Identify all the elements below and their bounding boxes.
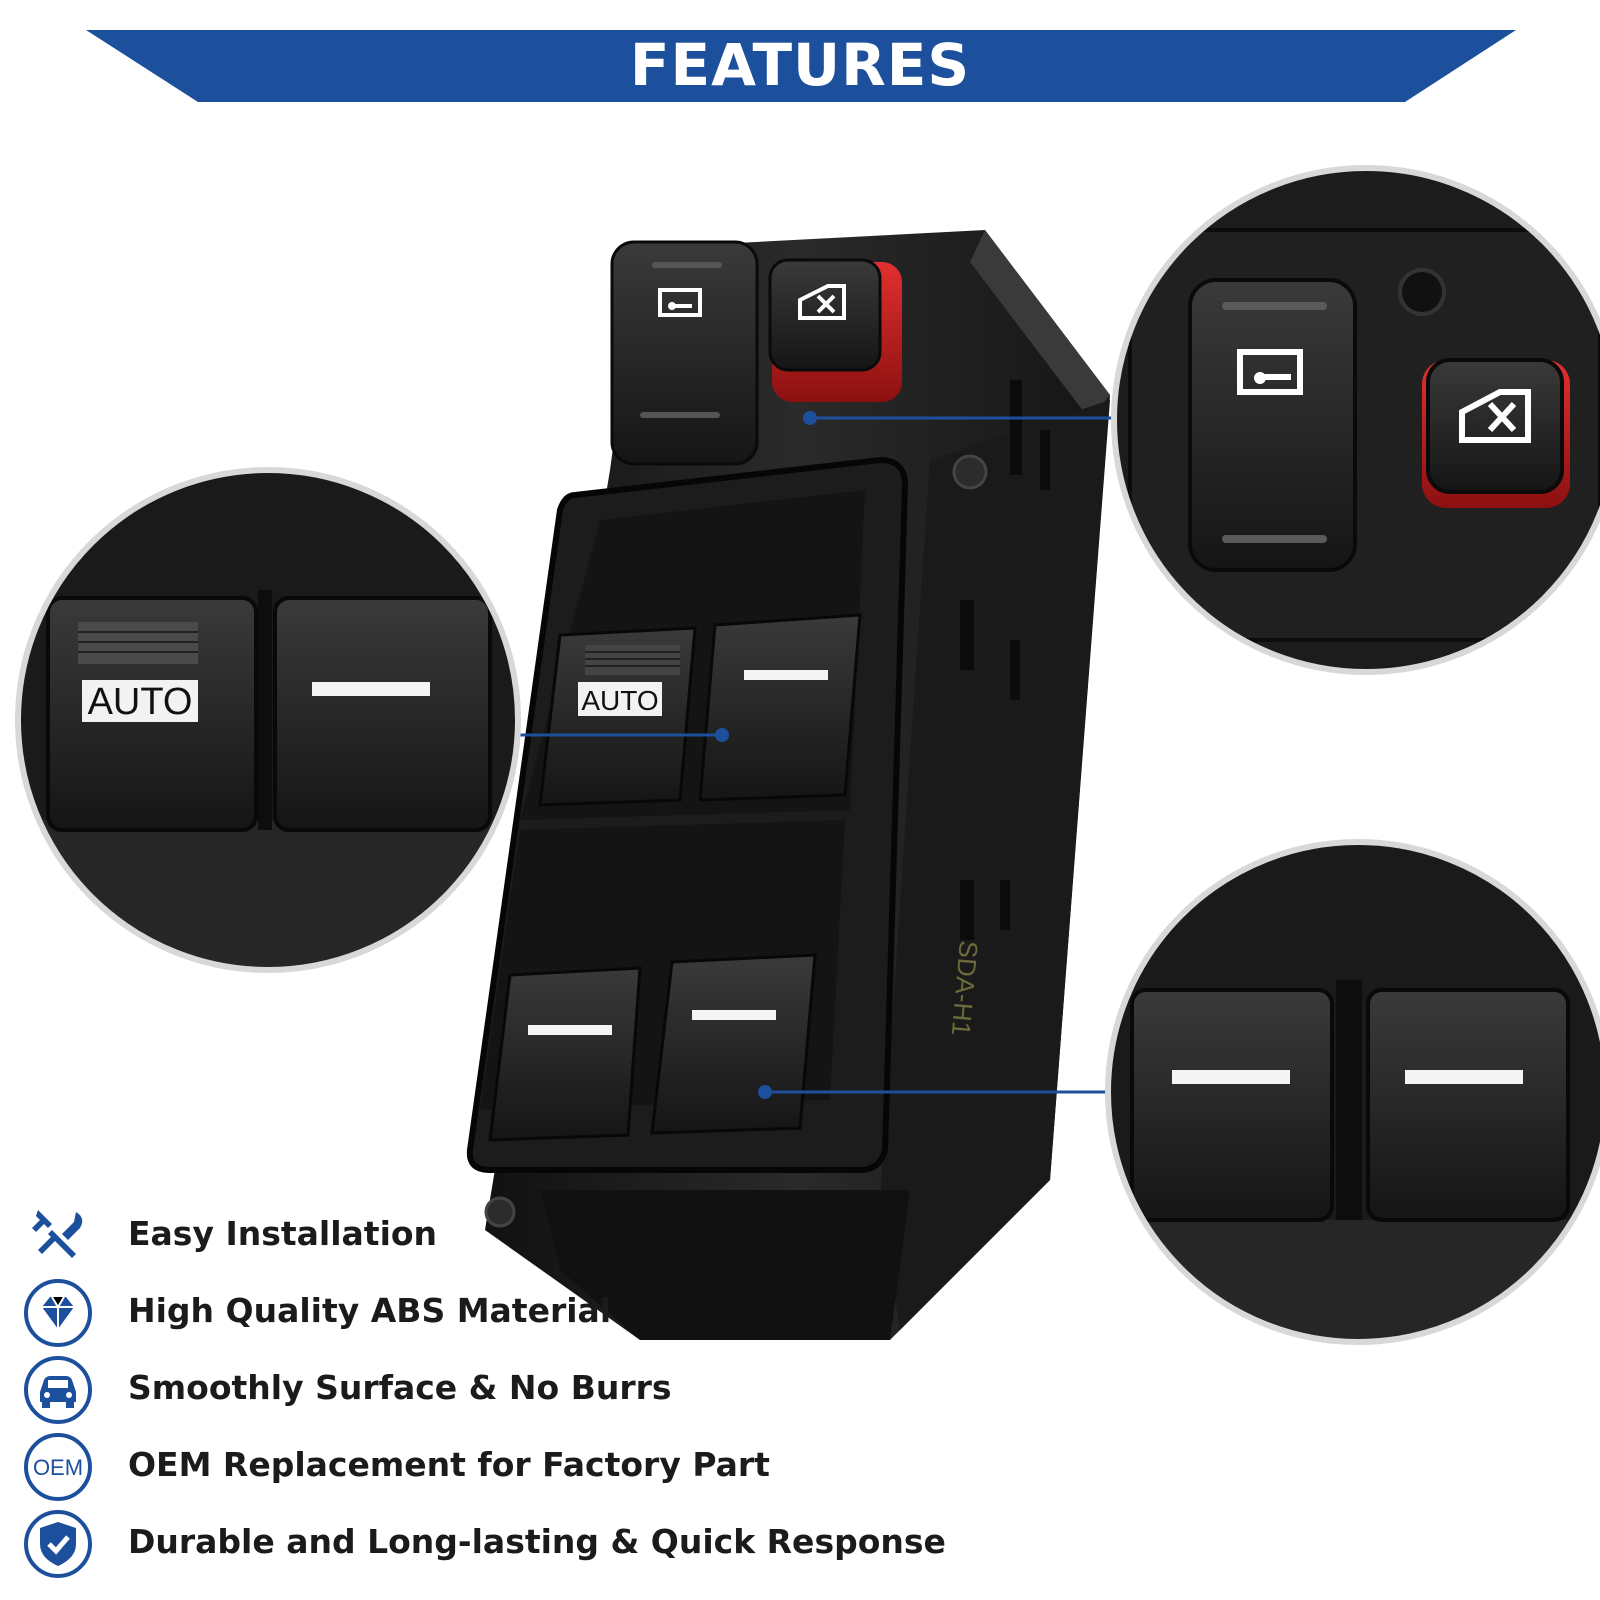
passenger-window-button[interactable] xyxy=(698,613,862,802)
window-indicator-line xyxy=(692,1010,776,1020)
auto-grille xyxy=(585,645,680,675)
zoom-window-buttons xyxy=(1105,839,1600,1345)
banner-shape xyxy=(86,30,1516,102)
feature-item: Durable and Long-lasting & Quick Respons… xyxy=(22,1508,946,1580)
window-indicator-line xyxy=(744,670,828,680)
features-banner: FEATURES xyxy=(0,0,1600,110)
window-indicator-line xyxy=(528,1025,612,1035)
feature-item: Smoothly Surface & No Burrs xyxy=(22,1354,922,1426)
feature-text: OEM Replacement for Factory Part xyxy=(128,1445,770,1484)
callout-lines xyxy=(492,411,1118,1099)
rear-right-window-button[interactable] xyxy=(650,953,817,1135)
window-lock-button[interactable] xyxy=(768,258,902,402)
zoom-auto-label: AUTO xyxy=(88,681,193,723)
feature-item: High Quality ABS Material xyxy=(22,1277,922,1349)
auto-label: AUTO xyxy=(581,685,658,716)
car-icon xyxy=(24,1356,92,1424)
banner-title: FEATURES xyxy=(629,31,971,99)
door-lock-button[interactable] xyxy=(610,240,759,466)
feature-text: Smoothly Surface & No Burrs xyxy=(128,1368,672,1407)
feature-item: OEM OEM Replacement for Factory Part xyxy=(22,1431,922,1503)
diamond-icon xyxy=(24,1279,92,1347)
feature-text: Durable and Long-lasting & Quick Respons… xyxy=(128,1522,946,1561)
auto-badge xyxy=(578,682,662,716)
oem-badge-text: OEM xyxy=(33,1455,83,1480)
feature-item: Easy Installation xyxy=(22,1200,922,1272)
oem-icon: OEM xyxy=(24,1433,92,1501)
tools-icon xyxy=(32,1210,83,1258)
door-lock-icon xyxy=(658,288,702,317)
feature-text: Easy Installation xyxy=(128,1214,438,1253)
driver-auto-button[interactable]: AUTO xyxy=(538,626,697,807)
zoom-lock-buttons xyxy=(1111,165,1600,675)
window-lock-icon xyxy=(798,284,846,320)
rear-left-window-button[interactable] xyxy=(488,966,642,1142)
shield-check-icon xyxy=(24,1510,92,1578)
feature-text: High Quality ABS Material xyxy=(128,1291,612,1330)
zoom-auto-buttons: AUTO xyxy=(15,467,521,973)
